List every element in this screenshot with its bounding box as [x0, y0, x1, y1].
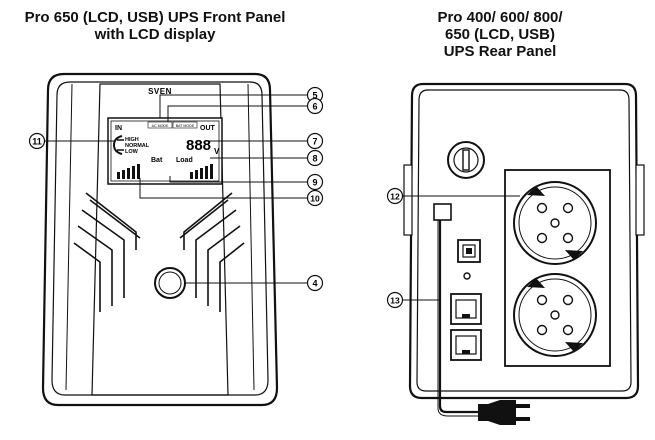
sven-logo: SVEN — [148, 87, 172, 96]
socket-icon — [513, 181, 597, 265]
front-title-line1: Pro 650 (LCD, USB) UPS Front Panel — [24, 9, 286, 26]
callout-11: 11 — [28, 132, 46, 150]
bat-mode-label: BAT MODE — [176, 124, 195, 128]
callout-4-label: 4 — [312, 279, 317, 289]
rear-title-line1: Pro 400/ 600/ 800/ — [437, 9, 563, 26]
usb-port-icon — [457, 239, 481, 263]
front-panel-title: Pro 650 (LCD, USB) UPS Front Panel with … — [0, 9, 310, 43]
ac-mode-box — [147, 121, 173, 129]
callout-13-label: 13 — [390, 296, 400, 306]
ac-mode-label: AC MODE — [152, 124, 169, 128]
rear-leader-lines — [403, 195, 520, 301]
callout-13: 13 — [386, 291, 404, 309]
rear-title-line2: 650 (LCD, USB) — [444, 26, 556, 43]
callout-4: 4 — [306, 274, 324, 292]
level-high: HIGH — [125, 137, 139, 143]
callout-9: 9 — [306, 173, 324, 191]
front-vents-left — [73, 192, 141, 312]
callout-8: 8 — [306, 149, 324, 167]
battery-level-bars — [117, 164, 140, 179]
callout-5-label: 5 — [312, 91, 317, 101]
cord-outlet — [433, 203, 452, 221]
plug-icon — [437, 220, 530, 425]
callout-12: 12 — [386, 187, 404, 205]
callout-11-label: 11 — [32, 137, 42, 147]
rear-panel-title: Pro 400/ 600/ 800/ 650 (LCD, USB) UPS Re… — [350, 9, 650, 60]
callout-12-label: 12 — [390, 192, 400, 202]
callout-6: 6 — [306, 97, 324, 115]
rear-title-line3: UPS Rear Panel — [443, 43, 557, 60]
ground-screw-icon — [463, 272, 471, 280]
plug-icon — [112, 135, 124, 155]
level-low: LOW — [125, 149, 139, 155]
lcd-unit: V — [214, 147, 220, 156]
lcd-digits: 888 — [186, 137, 211, 154]
level-normal: NORMAL — [125, 143, 150, 149]
load-level-bars — [190, 164, 213, 179]
callout-10: 10 — [306, 189, 324, 207]
callout-10-label: 10 — [310, 194, 320, 204]
power-button-icon — [154, 267, 186, 299]
callout-8-label: 8 — [312, 154, 317, 164]
fuse-icon — [447, 141, 485, 179]
socket-icon — [513, 273, 597, 357]
lcd-out-label: OUT — [200, 125, 216, 132]
callout-9-label: 9 — [312, 178, 317, 188]
callout-7: 7 — [306, 132, 324, 150]
bat-mode-box — [172, 121, 198, 129]
callout-6-label: 6 — [312, 102, 317, 112]
callout-7-label: 7 — [312, 137, 317, 147]
front-leader-lines — [45, 94, 307, 284]
lcd-load-label: Load — [176, 157, 193, 164]
front-vents-right — [179, 192, 245, 312]
front-title-line2: with LCD display — [94, 26, 216, 43]
lcd-in-label: IN — [115, 125, 122, 132]
rj45-port-icon — [450, 293, 482, 325]
rj45-port-icon — [450, 329, 482, 361]
lcd-bat-label: Bat — [151, 157, 163, 164]
